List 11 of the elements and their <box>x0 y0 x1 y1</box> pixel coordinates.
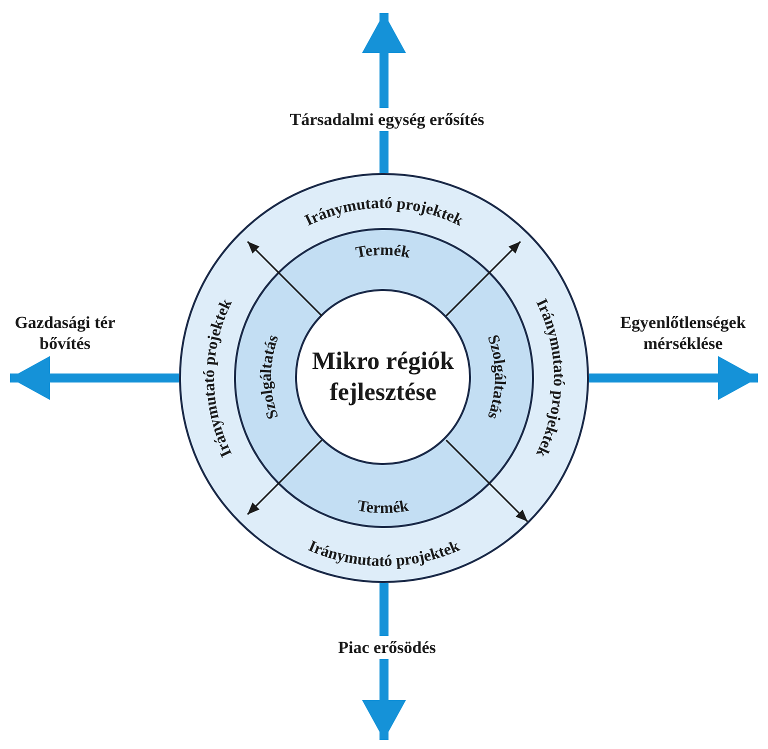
arrow <box>246 240 322 316</box>
ring-label: Termék <box>354 242 412 262</box>
arrow <box>446 440 528 522</box>
arrow <box>362 13 406 173</box>
arrow <box>246 440 322 516</box>
arrow <box>446 240 522 316</box>
center-title: Mikro régiók fejlesztése <box>311 347 455 408</box>
arrow <box>589 356 758 400</box>
ring-label: Termék <box>356 498 410 518</box>
arrow <box>362 583 406 740</box>
arrow <box>10 356 179 400</box>
